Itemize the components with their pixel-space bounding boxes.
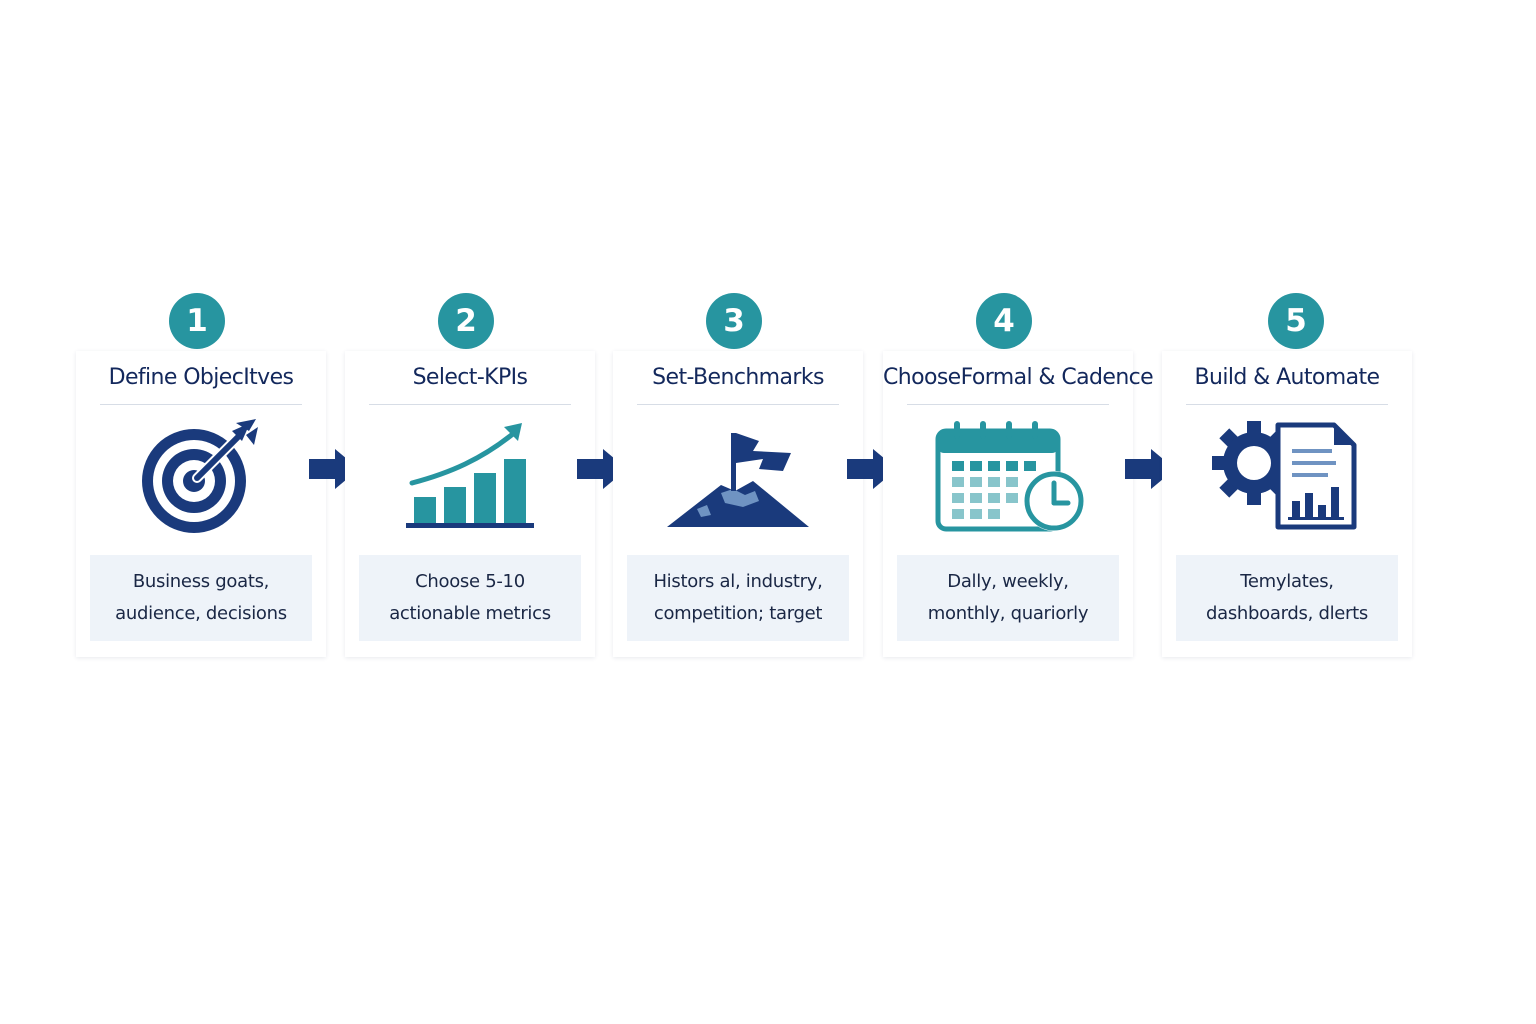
step-title: Set-Benchmarks (652, 365, 824, 390)
title-divider (1186, 404, 1388, 405)
description-line: Choose 5-10 (415, 571, 525, 592)
step-description: Temylates, dashboards, dlerts (1176, 555, 1398, 641)
step-title: Define ObjecItves (108, 365, 294, 390)
description-line: Business goats, (132, 571, 270, 592)
calendar-clock-icon (935, 421, 1084, 532)
target-icon (142, 419, 258, 533)
step-2: 2 Select-KPIs Choose 5-10 actionable met… (345, 293, 595, 657)
title-divider (637, 404, 839, 405)
step-number-badge: 4 (976, 293, 1032, 349)
step-1: 1 Define ObjecItves Business goats, audi… (76, 293, 326, 657)
step-card: Select-KPIs Choose 5-10 actionable metri… (345, 351, 595, 657)
step-description: Dally, weekly, monthly, quariorly (897, 555, 1119, 641)
description-line: competition; target (653, 603, 823, 624)
step-number-badge: 3 (706, 293, 762, 349)
step-card: Build & Automate (1162, 351, 1412, 657)
title-divider (100, 404, 302, 405)
step-title: Select-KPIs (412, 365, 528, 390)
step-description: Choose 5-10 actionable metrics (359, 555, 581, 641)
mountain-flag-icon (667, 433, 809, 527)
step-number-badge: 5 (1268, 293, 1324, 349)
step-4: 4 ChooseFormal & Cadence (883, 293, 1154, 657)
step-number-badge: 1 (169, 293, 225, 349)
title-divider (907, 404, 1109, 405)
step-3: 3 Set-Benchmarks Histors al, industry, c… (613, 293, 863, 657)
step-card: ChooseFormal & Cadence (883, 351, 1154, 657)
description-line: monthly, quariorly (927, 603, 1089, 624)
description-line: Histors al, industry, (653, 571, 823, 592)
title-divider (369, 404, 571, 405)
step-title: Build & Automate (1194, 365, 1381, 390)
gear-report-icon (1212, 421, 1357, 530)
description-line: audience, decisions (115, 603, 287, 624)
step-description: Histors al, industry, competition; targe… (627, 555, 849, 641)
description-line: dashboards, dlerts (1206, 603, 1368, 624)
description-line: Temylates, (1240, 571, 1334, 592)
step-title: ChooseFormal & Cadence (883, 365, 1154, 390)
description-line: Dally, weekly, (947, 571, 1069, 592)
step-card: Set-Benchmarks Histors al, industry, com… (613, 351, 863, 657)
step-5: 5 Build & Automate (1162, 293, 1412, 657)
bar-chart-growth-icon (406, 423, 534, 528)
step-number-badge: 2 (438, 293, 494, 349)
step-card: Define ObjecItves Business goats, audien… (76, 351, 326, 657)
description-line: actionable metrics (389, 603, 551, 624)
step-description: Business goats, audience, decisions (90, 555, 312, 641)
